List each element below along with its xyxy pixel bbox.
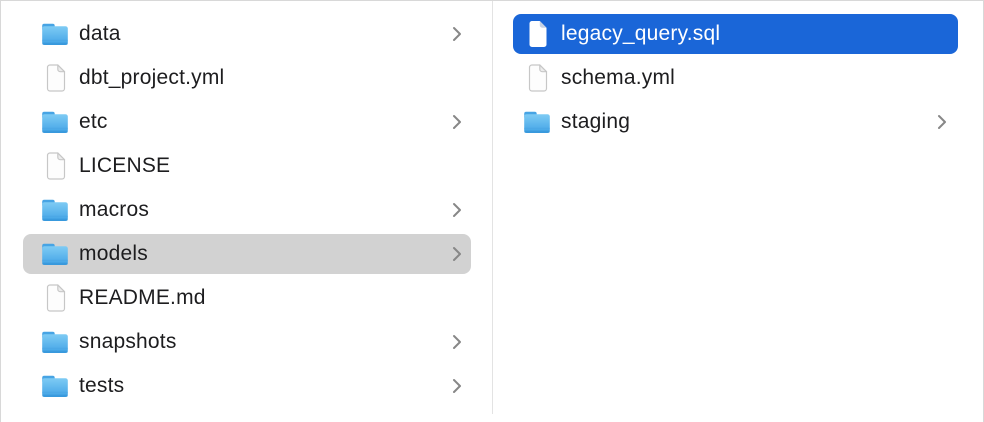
item-label: data xyxy=(79,22,121,45)
file-row[interactable]: data xyxy=(1,12,492,56)
chevron-right-icon xyxy=(452,202,462,218)
folder-icon xyxy=(42,375,68,397)
item-label: schema.yml xyxy=(561,66,676,89)
folder-icon xyxy=(524,111,550,133)
selection-highlight xyxy=(23,234,471,274)
file-row[interactable]: models xyxy=(1,232,492,276)
item-label: macros xyxy=(79,198,150,221)
file-row[interactable]: etc xyxy=(1,100,492,144)
file-row[interactable]: LICENSE xyxy=(1,144,492,188)
chevron-right-icon xyxy=(452,114,462,130)
chevron-right-icon xyxy=(452,334,462,350)
file-row[interactable]: snapshots xyxy=(1,320,492,364)
item-label: models xyxy=(79,242,148,265)
file-column-models[interactable]: legacy_query.sql schema.yml xyxy=(493,1,983,422)
folder-icon xyxy=(42,243,68,265)
file-row[interactable]: tests xyxy=(1,364,492,408)
document-icon xyxy=(46,152,65,180)
item-label: etc xyxy=(79,110,108,133)
folder-icon xyxy=(42,111,68,133)
selection-highlight xyxy=(513,14,958,54)
chevron-right-icon xyxy=(452,378,462,394)
chevron-right-icon xyxy=(452,26,462,42)
chevron-right-icon xyxy=(452,246,462,262)
file-column-parent[interactable]: data dbt_project.yml xyxy=(1,1,492,422)
item-label: legacy_query.sql xyxy=(561,22,721,45)
item-label: LICENSE xyxy=(79,154,171,177)
document-icon xyxy=(529,21,546,47)
document-icon xyxy=(528,64,547,92)
file-row[interactable]: README.md xyxy=(1,276,492,320)
file-row[interactable]: macros xyxy=(1,188,492,232)
file-row[interactable]: dbt_project.yml xyxy=(1,56,492,100)
item-label: README.md xyxy=(79,286,206,309)
folder-icon xyxy=(42,331,68,353)
item-label: snapshots xyxy=(79,330,177,353)
document-icon xyxy=(46,64,65,92)
document-icon xyxy=(46,284,65,312)
column-divider[interactable] xyxy=(492,1,493,414)
folder-icon xyxy=(42,199,68,221)
file-row[interactable]: legacy_query.sql xyxy=(493,12,983,56)
item-label: staging xyxy=(561,110,631,133)
item-label: dbt_project.yml xyxy=(79,66,225,89)
file-row[interactable]: staging xyxy=(493,100,983,144)
folder-icon xyxy=(42,23,68,45)
file-row[interactable]: schema.yml xyxy=(493,56,983,100)
chevron-right-icon xyxy=(937,114,947,130)
item-label: tests xyxy=(79,374,125,397)
